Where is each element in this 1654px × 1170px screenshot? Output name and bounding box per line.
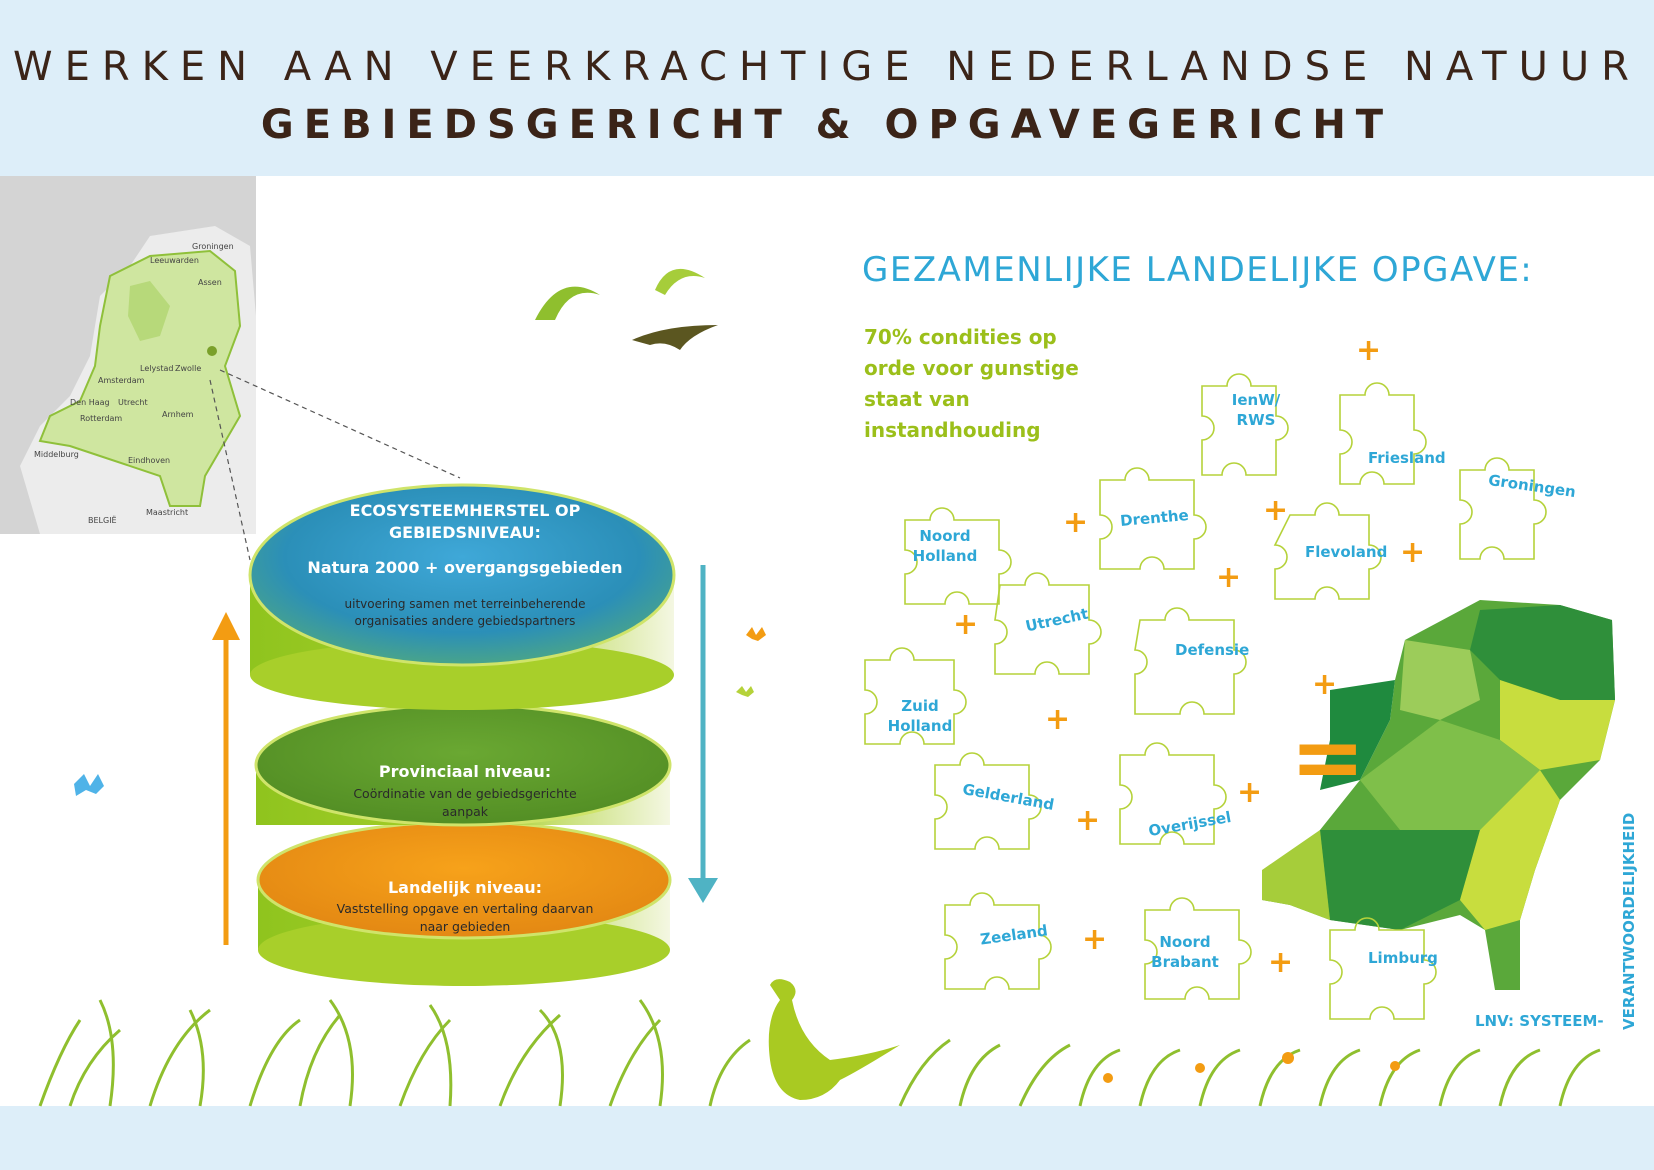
plus-sign: + — [1237, 775, 1263, 810]
plus-sign: + — [1045, 702, 1071, 737]
puzzle-pieces — [864, 373, 1547, 1020]
map-label-eindhoven: Eindhoven — [128, 456, 171, 465]
level-bottom-title: Landelijk niveau: — [387, 878, 543, 897]
goal-statement: 70% condities op orde voor gunstige staa… — [864, 325, 1079, 442]
map-label-middelburg: Middelburg — [34, 450, 79, 459]
netherlands-inset-map: Leeuwarden Groningen Assen Lelystad Zwol… — [0, 176, 256, 534]
disc-landelijk — [256, 820, 672, 986]
puzzle-piece-gelderland — [934, 752, 1042, 850]
plus-sign: + — [1082, 922, 1108, 957]
lnv-label: LNV: SYSTEEM- — [1475, 1012, 1604, 1030]
map-label-groningen: Groningen — [192, 242, 234, 251]
level-top-body: uitvoering samen met terreinbeherende or… — [344, 597, 586, 628]
map-label-assen: Assen — [198, 278, 222, 287]
plus-sign: + — [1268, 945, 1294, 980]
page-title: WERKEN AAN VEERKRACHTIGE NEDERLANDSE NAT… — [13, 44, 1641, 90]
map-label-amsterdam: Amsterdam — [98, 376, 145, 385]
puzzle-piece-overijssel — [1119, 742, 1227, 845]
puzzle-piece-utrecht — [994, 572, 1102, 675]
connector-line-2 — [209, 379, 251, 561]
puzzle-piece-ienw — [1201, 373, 1289, 476]
inset-map-graphic — [0, 176, 256, 534]
butterfly-icon — [746, 627, 766, 641]
piece-label-ienw: IenW/ RWS — [1231, 391, 1281, 429]
level-top-subtitle: Natura 2000 + overgangsgebieden — [307, 558, 623, 577]
piece-label-noord-brabant: Noord Brabant — [1151, 933, 1219, 971]
netherlands-province-map — [1262, 600, 1615, 990]
plus-sign: + — [1356, 333, 1382, 368]
header-band — [0, 0, 1654, 176]
puzzle-piece-noord-holland — [904, 507, 1012, 605]
map-label-utrecht: Utrecht — [118, 398, 148, 407]
map-label-rotterdam: Rotterdam — [80, 414, 123, 423]
national-task-heading: GEZAMENLIJKE LANDELIJKE OPGAVE: — [862, 250, 1534, 290]
puzzle-piece-limburg — [1329, 917, 1437, 1020]
level-middle-title: Provinciaal niveau: — [378, 762, 552, 781]
bird-icon — [535, 286, 600, 320]
plus-sign: + — [1216, 560, 1242, 595]
bird-icon — [655, 268, 705, 295]
butterfly-icon — [736, 686, 754, 697]
map-label-arnhem: Arnhem — [162, 410, 194, 419]
arrow-down-icon — [688, 565, 718, 903]
puzzle-piece-zuid-holland — [864, 647, 967, 745]
puzzle-piece-friesland — [1339, 382, 1427, 485]
page-subtitle: GEBIEDSGERICHT & OPGAVEGERICHT — [260, 102, 1394, 148]
equals-sign: = — [1290, 705, 1366, 810]
map-label-leeuwarden: Leeuwarden — [150, 256, 199, 265]
map-label-zwolle: Zwolle — [175, 364, 202, 373]
piece-label-friesland: Friesland — [1368, 449, 1446, 467]
puzzle-piece-defensie — [1134, 607, 1247, 715]
plus-sign: + — [1075, 803, 1101, 838]
puzzle-piece-drenthe — [1099, 467, 1207, 570]
map-label-den-haag: Den Haag — [70, 398, 110, 407]
piece-label-flevoland: Flevoland — [1305, 543, 1388, 561]
connector-line-1 — [219, 369, 461, 479]
map-label-maastricht: Maastricht — [146, 508, 189, 517]
map-label-lelystad: Lelystad — [140, 364, 174, 373]
puzzle-piece-groningen — [1459, 457, 1547, 560]
plus-sign: + — [1063, 505, 1089, 540]
plus-sign: + — [1312, 667, 1338, 702]
plus-sign: + — [1263, 493, 1289, 528]
grass-icon — [38, 999, 1601, 1107]
pheasant-icon — [768, 979, 900, 1100]
piece-label-noord-holland: Noord Holland — [912, 527, 978, 565]
piece-label-limburg: Limburg — [1368, 949, 1438, 967]
disc-ecosysteem — [248, 483, 676, 710]
piece-label-zuid-holland: Zuid Holland — [887, 697, 953, 735]
map-label-belgie: BELGIË — [88, 516, 117, 525]
lnv-vertical-label: VERANTWOORDELIJKHEID — [1620, 812, 1638, 1030]
butterfly-icon — [74, 774, 104, 796]
level-top-title: ECOSYSTEEMHERSTEL OP GEBIEDSNIVEAU: — [349, 501, 581, 542]
level-bottom-body: Vaststelling opgave en vertaling daarvan… — [336, 901, 594, 934]
flower-icon — [1103, 1052, 1400, 1083]
arrow-up-icon — [212, 612, 240, 945]
plus-sign: + — [953, 607, 979, 642]
puzzle-piece-noord-brabant — [1144, 897, 1252, 1000]
level-middle-body: Coördinatie van de gebiedsgerichte aanpa… — [353, 786, 577, 819]
plus-sign: + — [1400, 535, 1426, 570]
puzzle-piece-flevoland — [1273, 502, 1382, 600]
puzzle-piece-zeeland — [944, 892, 1052, 990]
disc-provinciaal — [254, 703, 672, 827]
bird-icon — [632, 325, 718, 350]
footer-band — [0, 1106, 1654, 1170]
piece-label-defensie: Defensie — [1175, 641, 1250, 659]
